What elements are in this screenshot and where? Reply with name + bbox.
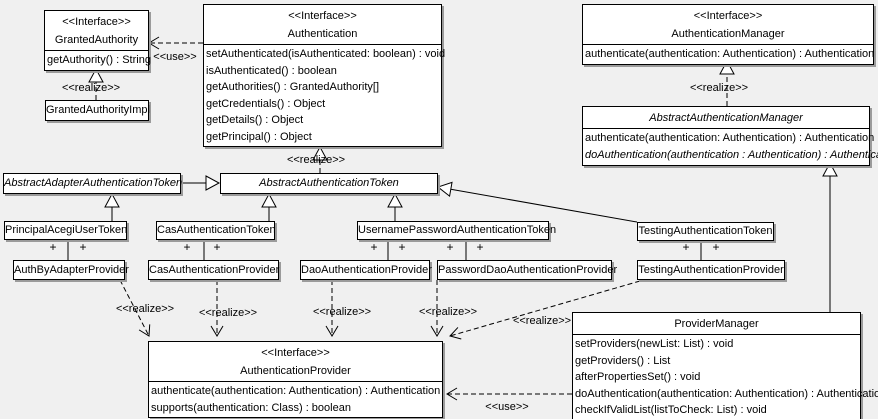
method: getCredentials() : Object — [206, 97, 326, 110]
association-plus-mark: + — [398, 240, 406, 254]
association-plus-mark: + — [370, 240, 378, 254]
use-label: <<use>> — [485, 401, 529, 413]
association-plus-mark: + — [49, 240, 57, 254]
class-name: CasAuthenticationProvider — [149, 264, 280, 276]
class-abstract-authentication-token: AbstractAuthenticationToken — [220, 173, 438, 194]
method: setAuthenticated(isAuthenticated: boolea… — [206, 48, 446, 60]
class-provider-manager: ProviderManager setProviders(newList: Li… — [572, 312, 878, 419]
class-title: <<Interface>> AuthenticationManager — [583, 5, 873, 44]
method: getAuthorities() : GrantedAuthority[] — [206, 81, 380, 93]
association-plus-mark: + — [446, 240, 454, 254]
class-granted-authority: <<Interface>> GrantedAuthority getAuthor… — [44, 10, 151, 71]
class-granted-authority-impl: GrantedAuthorityImpl — [45, 100, 150, 121]
realize-label: <<realize>> — [198, 307, 258, 319]
association-plus-mark: + — [79, 240, 87, 254]
method: getDetails() : Object — [206, 114, 304, 126]
realize-label: <<realize>> — [115, 303, 175, 315]
association-plus-mark: + — [712, 240, 720, 254]
class-name: PasswordDaoAuthenticationProvider — [438, 264, 618, 276]
association-plus-mark: + — [682, 240, 690, 254]
method: afterPropertiesSet() : void — [575, 371, 701, 383]
realize-label: <<realize>> — [689, 82, 749, 94]
realize-label: <<realize>> — [312, 306, 372, 318]
class-name: AbstractAdapterAuthenticationToken — [4, 177, 183, 189]
method: getProviders() : List — [575, 354, 671, 367]
method: authenticate(authentication: Authenticat… — [585, 48, 875, 60]
class-name: AbstractAuthenticationToken — [259, 177, 399, 189]
class-name: Authentication — [287, 28, 358, 40]
class-title: <<Interface>> Authentication — [204, 5, 441, 44]
class-name: TestingAuthenticationToken — [638, 225, 773, 237]
class-testing-authentication-token: TestingAuthenticationToken — [637, 222, 774, 241]
method: isAuthenticated() : boolean — [206, 64, 337, 77]
stereotype-label: <<Interface>> — [288, 10, 357, 22]
methods-compartment: authenticate(authentication: Authenticat… — [583, 44, 875, 64]
class-title: <<Interface>> GrantedAuthority — [45, 11, 148, 50]
methods-compartment: authenticate(authentication: Authenticat… — [149, 381, 442, 417]
method: doAuthentication(authentication: Authent… — [575, 387, 878, 400]
association-plus-mark: + — [183, 240, 191, 254]
class-name: AbstractAuthenticationManager — [649, 112, 803, 124]
realize-label: <<realize>> — [418, 306, 478, 318]
class-title: AbstractAuthenticationManager — [583, 107, 869, 128]
class-name: AuthenticationProvider — [240, 365, 351, 377]
class-name: AuthByAdapterProvider — [14, 264, 129, 276]
class-authentication-provider: <<Interface>> AuthenticationProvider aut… — [148, 341, 443, 418]
class-cas-authentication-token: CasAuthenticationToken — [156, 221, 276, 240]
class-abstract-authentication-manager: AbstractAuthenticationManager authentica… — [582, 106, 878, 166]
class-auth-by-adapter-provider: AuthByAdapterProvider — [13, 260, 129, 280]
class-name: GrantedAuthority — [54, 34, 139, 46]
class-testing-authentication-provider: TestingAuthenticationProvider — [637, 260, 785, 280]
class-username-password-authentication-token: UsernamePasswordAuthenticationToken — [357, 221, 557, 240]
class-cas-authentication-provider: CasAuthenticationProvider — [148, 260, 279, 280]
class-abstract-adapter-authentication-token: AbstractAdapterAuthenticationToken — [3, 173, 183, 194]
methods-compartment: setProviders(newList: List) : void getPr… — [573, 334, 878, 419]
method: checkIfValidList(listToCheck: List) : vo… — [575, 404, 767, 416]
class-name: TestingAuthenticationProvider — [638, 264, 784, 276]
class-name: PrincipalAcegiUserToken — [5, 224, 128, 236]
method: setProviders(newList: List) : void — [575, 338, 734, 350]
class-name: GrantedAuthorityImpl — [46, 104, 150, 116]
association-plus-mark: + — [213, 240, 221, 254]
method: doAuthentication(authentication : Authen… — [585, 149, 878, 161]
method: getPrincipal() : Object — [206, 130, 312, 143]
stereotype-label: <<Interface>> — [62, 16, 131, 28]
realize-label: <<realize>> — [286, 154, 346, 166]
realize-label: <<realize>> — [512, 315, 572, 327]
class-title: <<Interface>> AuthenticationProvider — [149, 342, 442, 381]
class-name: UsernamePasswordAuthenticationToken — [358, 224, 557, 236]
generalization-edge-testingtoken — [436, 181, 638, 223]
method: authenticate(authentication: Authenticat… — [151, 385, 441, 397]
class-authentication: <<Interface>> Authentication setAuthenti… — [203, 4, 446, 147]
method: supports(authentication: Class) : boolea… — [151, 401, 351, 414]
class-name: AuthenticationManager — [671, 28, 785, 40]
method: getAuthority() : String — [47, 54, 151, 66]
association-plus-mark: + — [476, 240, 484, 254]
class-principal-acegi-user-token: PrincipalAcegiUserToken — [4, 221, 127, 240]
method: authenticate(authentication: Authenticat… — [585, 132, 875, 144]
class-name: DaoAuthenticationProvider — [301, 264, 432, 276]
stereotype-label: <<Interface>> — [693, 10, 763, 22]
class-title: ProviderManager — [573, 313, 860, 334]
use-label: <<use>> — [153, 51, 197, 63]
methods-compartment: setAuthenticated(isAuthenticated: boolea… — [204, 44, 446, 146]
methods-compartment: authenticate(authentication: Authenticat… — [583, 128, 878, 165]
realize-label: <<realize>> — [61, 82, 121, 94]
class-password-dao-authentication-provider: PasswordDaoAuthenticationProvider — [437, 260, 618, 280]
methods-compartment: getAuthority() : String — [45, 50, 151, 70]
class-dao-authentication-provider: DaoAuthenticationProvider — [300, 260, 432, 280]
class-authentication-manager: <<Interface>> AuthenticationManager auth… — [582, 4, 874, 65]
class-name: ProviderManager — [674, 318, 759, 330]
class-name: CasAuthenticationToken — [157, 224, 276, 236]
stereotype-label: <<Interface>> — [261, 347, 330, 359]
